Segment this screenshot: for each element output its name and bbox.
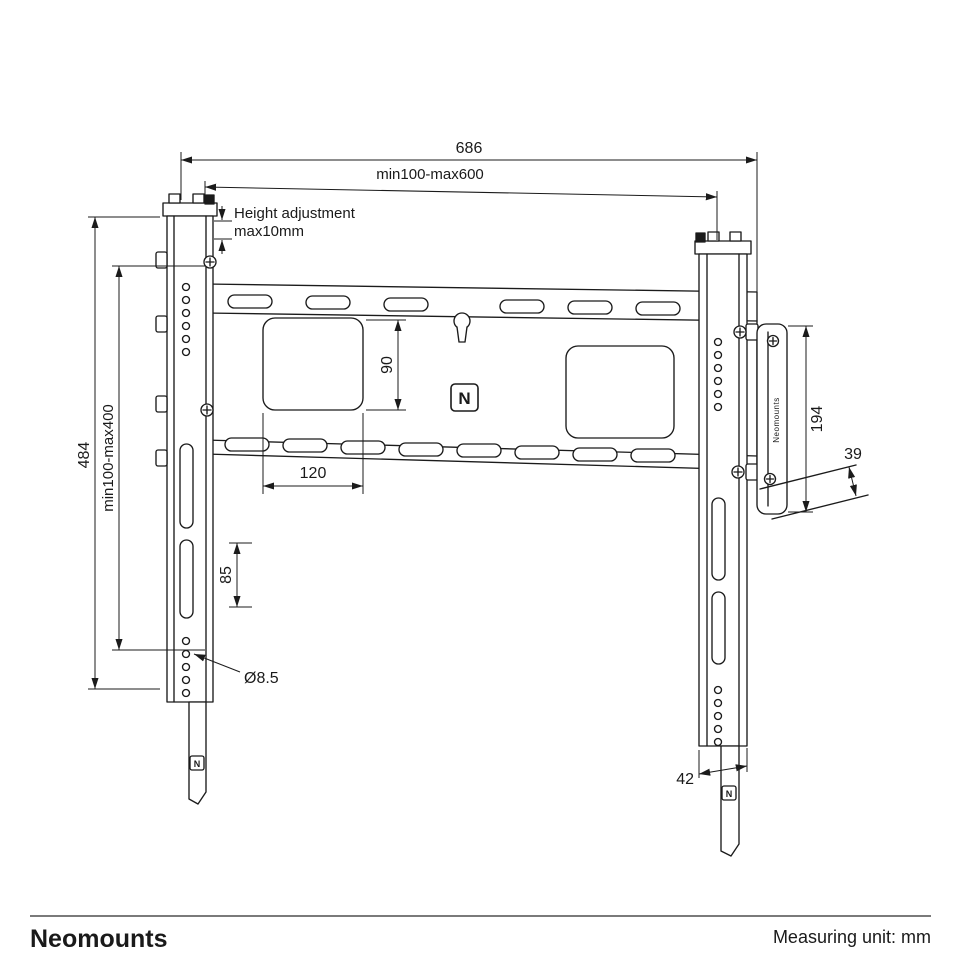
- label-depth: 39: [844, 446, 862, 463]
- label-opening-width: 120: [300, 465, 327, 482]
- wall-plate-bottom-slots: [224, 437, 676, 463]
- right-strap-logo-box: [721, 785, 737, 801]
- footer: Neomounts Measuring unit: mm: [30, 915, 931, 953]
- measuring-unit-label: Measuring unit: mm: [773, 927, 931, 947]
- right-bracket-top-holes: [713, 337, 723, 412]
- right-bracket-slot-upper: [711, 497, 726, 581]
- left-bracket-top-cap: [162, 202, 218, 217]
- dim-bracket-bottom-width: [698, 748, 748, 778]
- left-bracket-slot-lower: [179, 539, 194, 619]
- dim-side-plate-height: [788, 325, 813, 513]
- dim-vesa-height: [112, 265, 205, 651]
- label-bracket-bottom-width: 42: [676, 771, 694, 788]
- side-plate-outline: [756, 323, 788, 515]
- right-bracket-screws: [731, 325, 747, 479]
- dim-vesa-width: [204, 181, 718, 240]
- depth-edge-bottom: [771, 494, 869, 520]
- label-vesa-width: min100-max600: [376, 166, 484, 183]
- label-slot-spacing: 85: [218, 566, 235, 584]
- dim-opening-width: [262, 413, 364, 494]
- left-bracket-wall-hooks: [155, 251, 168, 467]
- right-bracket-clip: [695, 232, 706, 243]
- dim-total-height: [88, 216, 160, 690]
- left-bracket-strap: [188, 701, 207, 805]
- label-opening-height: 90: [379, 356, 396, 374]
- wall-plate-top-slots: [227, 294, 681, 316]
- label-vesa-height: min100-max400: [100, 404, 117, 512]
- right-bracket-top-cap: [694, 240, 752, 255]
- dim-height-adjustment: [214, 206, 232, 254]
- dim-opening-height: [366, 319, 406, 411]
- side-plate-brand-label: Neomounts: [772, 397, 781, 442]
- left-opening: [262, 317, 364, 411]
- side-plate-screws: [763, 334, 780, 486]
- side-profile-plate: Neomounts: [756, 323, 869, 520]
- keyhole: [453, 312, 471, 343]
- left-bracket-screws: [200, 255, 217, 417]
- wall-plate-top-fold: [204, 312, 758, 322]
- right-bracket: N: [694, 231, 759, 857]
- center-logo-box: [450, 383, 479, 412]
- right-opening: [565, 345, 675, 439]
- label-height-adjustment-1: Height adjustment: [234, 205, 356, 222]
- label-total-height: 484: [76, 442, 93, 469]
- dim-total-width: [180, 152, 758, 320]
- label-side-plate-height: 194: [809, 406, 826, 433]
- left-bracket-top-holes: [181, 282, 191, 357]
- dimension-labels: 686 min100-max600 Height adjustment max1…: [76, 140, 862, 788]
- wall-plate: N: [204, 283, 758, 471]
- dimension-lines: [88, 152, 857, 778]
- dim-depth: [848, 466, 857, 497]
- label-height-adjustment-2: max10mm: [234, 223, 304, 240]
- right-bracket-bottom-holes: [713, 685, 723, 747]
- right-bracket-wall-hooks: [745, 323, 759, 481]
- footer-brand: Neomounts: [30, 925, 168, 953]
- label-total-width: 686: [456, 140, 483, 157]
- left-bracket-slot-upper: [179, 443, 194, 529]
- dim-hole-diameter-leader: [193, 653, 241, 673]
- left-bracket-clip: [204, 194, 215, 205]
- right-strap-logo-n: N: [726, 789, 733, 799]
- dim-slot-spacing: [229, 542, 252, 608]
- left-bracket: N: [155, 193, 218, 805]
- right-bracket-slot-lower: [711, 591, 726, 665]
- left-strap-logo-n: N: [194, 759, 201, 769]
- center-logo-n: N: [458, 389, 470, 408]
- left-strap-logo-box: [189, 755, 205, 771]
- label-hole-diameter: Ø8.5: [244, 670, 279, 687]
- right-bracket-strap: [720, 745, 740, 857]
